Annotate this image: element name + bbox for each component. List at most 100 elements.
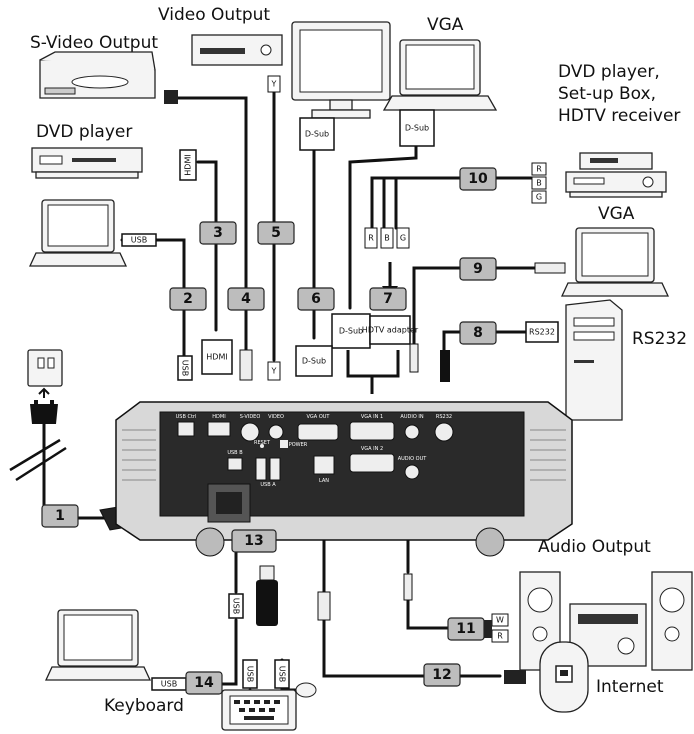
usb-connector-mouse: USB [274,659,290,689]
svg-text:W: W [496,616,504,625]
svg-text:12: 12 [432,667,451,683]
svg-text:USB: USB [161,680,177,689]
svg-text:HDTV adapter: HDTV adapter [362,326,419,335]
svg-text:1: 1 [55,508,65,524]
port-usb-ctrl[interactable]: USB Ctrl [176,414,197,437]
cable-1-power [42,422,112,520]
svg-text:G: G [536,193,542,202]
rgb-plugs-right: R B G [531,162,547,204]
svg-text:RS232: RS232 [436,414,452,420]
label-vga-top: VGA [427,15,464,35]
label-svideo-output: S-Video Output [30,33,158,53]
port-svideo[interactable]: S-VIDEO [240,414,261,442]
svg-text:USB B: USB B [227,450,243,456]
port-rs232[interactable]: RS232 [434,414,454,442]
badge-8: 8 [459,321,497,345]
usb-connector-laptop: USB [121,233,157,247]
svg-text:G: G [400,234,406,243]
svg-text:AUDIO OUT: AUDIO OUT [398,456,428,462]
port-hdmi[interactable]: HDMI [207,414,231,437]
port-audio-in[interactable]: AUDIO IN [400,414,424,440]
badge-9: 9 [459,257,497,281]
port-usb-b[interactable]: USB B [227,450,243,471]
svg-text:USB: USB [246,666,255,682]
label-dvd-player: DVD player [36,122,132,142]
svg-text:USB: USB [278,666,287,682]
usb-connector-13b: USB [228,593,244,619]
svg-text:HDMI: HDMI [184,154,193,175]
svg-text:9: 9 [473,261,483,277]
button-reset[interactable]: RESET [254,440,271,448]
power-outlet-icon [27,349,63,424]
svg-text:S-VIDEO: S-VIDEO [240,414,261,420]
svg-text:8: 8 [473,325,483,341]
svg-text:Y: Y [271,80,277,89]
vcr-icon [191,34,283,66]
badge-1: 1 [41,504,79,528]
badge-11: 11 [447,617,485,641]
svideo-dvd-player-icon [39,51,156,99]
svg-text:LAN: LAN [319,478,329,484]
port-usb-a[interactable]: USB A [255,457,281,488]
svg-text:3: 3 [213,225,223,241]
port-audio-out[interactable]: AUDIO OUT [398,456,428,480]
rs232-connector: RS232 [525,321,559,343]
laptop-vga-top-icon [382,39,498,111]
dvd-player-hdmi-icon [31,147,143,179]
svg-text:VGA IN 2: VGA IN 2 [361,446,383,452]
svg-text:B: B [384,234,390,243]
label-internet: Internet [596,677,664,697]
badge-6: 6 [297,287,335,311]
dsub-connector-vga: D-Sub [399,109,435,147]
svg-text:VGA OUT: VGA OUT [307,414,331,420]
tower-pc-icon [565,299,623,421]
svg-text:D-Sub: D-Sub [405,124,429,133]
port-vga-out[interactable]: VGA OUT [297,414,339,441]
video-y-plug-top: Y [267,75,281,93]
label-keyboard: Keyboard [104,696,184,716]
svg-text:HDMI: HDMI [206,353,227,362]
mouse-icon [295,682,317,698]
settop-box-stack-icon [565,152,667,198]
svg-text:6: 6 [311,291,321,307]
cable-4-svideo [170,96,248,352]
svg-text:USB A: USB A [260,482,276,488]
svg-text:R: R [368,234,374,243]
svg-text:VGA IN 1: VGA IN 1 [361,414,383,420]
laptop-bottom-icon [44,609,152,681]
hdmi-connector-top: HDMI [179,149,197,181]
badge-14: 14 [185,671,223,695]
switch-power[interactable]: POWER [280,440,308,448]
label-rs232: RS232 [632,329,687,349]
port-video[interactable]: VIDEO [268,414,284,440]
badge-13: 13 [231,529,277,553]
port-vga-in2[interactable]: VGA IN 2 [349,446,395,473]
svg-text:USB: USB [131,236,147,245]
hdmi-connector-bottom: HDMI [201,339,233,375]
port-vga-in1[interactable]: VGA IN 1 [349,414,395,441]
svg-text:5: 5 [271,225,281,241]
label-video-output: Video Output [158,5,270,25]
badge-10: 10 [459,167,497,191]
network-jack-icon [539,641,589,713]
svg-text:RESET: RESET [254,440,271,446]
badge-12: 12 [423,663,461,687]
monitor-icon [291,21,391,119]
port-lan[interactable]: LAN [313,455,335,484]
usb-connector-port: USB [177,355,193,381]
badge-3: 3 [199,221,237,245]
svg-text:14: 14 [194,675,214,691]
cable-8-rs232 [442,330,527,352]
usb-connector-14: USB [151,677,187,691]
badge-2: 2 [169,287,207,311]
cable-number-badges: 1 2 3 4 5 6 7 8 9 10 11 12 13 14 [41,167,497,695]
svg-text:Y: Y [271,367,277,376]
svg-text:D-Sub: D-Sub [339,327,363,336]
svg-text:13: 13 [244,533,263,549]
svg-text:7: 7 [383,291,393,307]
svg-text:2: 2 [183,291,193,307]
cable-dsub-vga [348,144,418,310]
keyboard-icon [221,689,297,731]
dsub-connector-bottom-left: D-Sub [331,313,371,349]
dsub-connector-bottom-monitor: D-Sub [295,345,333,377]
